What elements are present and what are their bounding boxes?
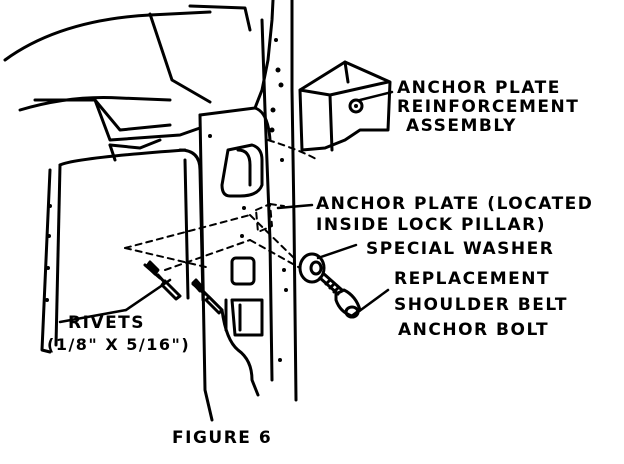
leader-lines bbox=[58, 90, 394, 324]
anchor-plate-reinforcement bbox=[298, 60, 392, 152]
replacement-bolt-label-1: REPLACEMENT bbox=[394, 269, 551, 289]
anchor-plate-located-label-2: INSIDE LOCK PILLAR) bbox=[316, 215, 546, 235]
anchor-plate-reinforcement-label-2: REINFORCEMENT bbox=[397, 97, 580, 117]
special-washer bbox=[298, 252, 326, 284]
anchor-bolt bbox=[318, 272, 362, 319]
anchor-plate-reinforcement-label-3: ASSEMBLY bbox=[406, 116, 517, 136]
rivets-label-2: (1/8" X 5/16") bbox=[47, 335, 191, 354]
rivets-label-1: RIVETS bbox=[68, 313, 146, 333]
rivets bbox=[143, 260, 224, 315]
car-body-shell bbox=[3, 4, 252, 142]
special-washer-label: SPECIAL WASHER bbox=[366, 239, 555, 259]
replacement-bolt-label-3: ANCHOR BOLT bbox=[398, 320, 550, 340]
anchor-plate-reinforcement-label-1: ANCHOR PLATE bbox=[397, 78, 561, 98]
anchor-plate-located-label-1: ANCHOR PLATE (LOCATED bbox=[316, 194, 594, 214]
replacement-bolt-label-2: SHOULDER BELT bbox=[394, 295, 568, 315]
figure-caption: FIGURE 6 bbox=[172, 428, 273, 448]
phantom-lines bbox=[124, 139, 319, 271]
lock-pillar bbox=[198, 0, 298, 422]
